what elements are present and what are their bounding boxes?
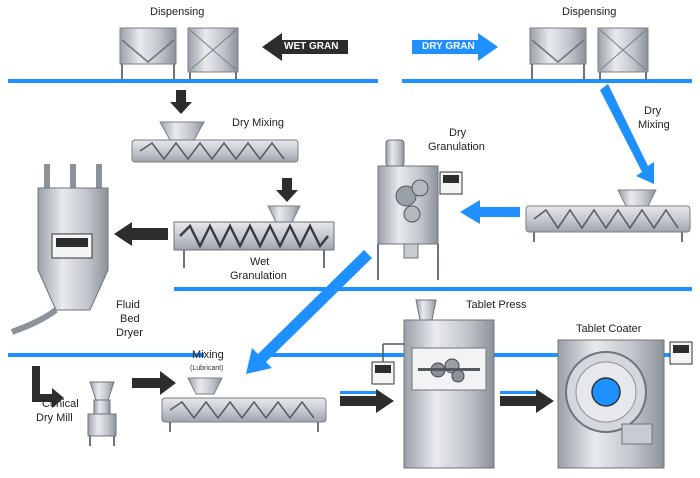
left-arrow-to-dryer	[114, 222, 168, 246]
label-dry-granulation-1: Dry	[449, 127, 467, 139]
label-dry-gran: DRY GRAN	[422, 41, 475, 52]
label-dry-mixing-right-1: Dry	[644, 105, 662, 117]
dispensing-hoppers-left	[119, 27, 239, 80]
tablet-press	[371, 299, 495, 469]
label-dispensing-right: Dispensing	[562, 6, 617, 18]
floor-line-top-right	[402, 79, 692, 83]
label-lubricant: (Lubricant)	[190, 365, 224, 372]
down-arrow-to-wet-granulation	[276, 178, 298, 202]
label-wet-granulation-2: Granulation	[230, 270, 287, 282]
label-dry-mixing-right-2: Mixing	[638, 119, 670, 131]
arrow-accent-coater	[500, 391, 536, 394]
label-wet-granulation-1: Wet	[250, 256, 270, 268]
right-arrow-to-tablet-coater	[500, 389, 554, 413]
label-fluid-bed-dryer-1: Fluid	[116, 299, 140, 311]
label-conical-dry-mill-2: Dry Mill	[36, 412, 73, 424]
elbow-arrow-to-conical-mill	[32, 366, 64, 408]
floor-line-top-left	[8, 79, 378, 83]
dry-mixing-screw-left	[131, 121, 299, 163]
right-arrow-to-tablet-press	[340, 389, 394, 413]
label-fluid-bed-dryer-2: Bed	[120, 313, 140, 325]
diagonal-arrow-to-dry-mixing-right	[600, 84, 654, 184]
label-tablet-press: Tablet Press	[466, 299, 527, 311]
label-mixing: Mixing	[192, 349, 224, 361]
label-conical-dry-mill-1: Conical	[42, 398, 79, 410]
label-wet-gran: WET GRAN	[284, 41, 339, 52]
conical-dry-mill	[87, 381, 117, 446]
fluid-bed-dryer	[10, 164, 109, 335]
wet-gran-arrow	[262, 33, 348, 61]
down-arrow-to-dry-mixing	[170, 90, 192, 114]
dry-mixing-screw-right	[525, 189, 691, 242]
floor-line-middle	[174, 287, 692, 291]
mixing-lubricant-screw	[161, 377, 327, 432]
label-tablet-coater: Tablet Coater	[576, 323, 642, 335]
wet-granulation-machine	[173, 205, 335, 268]
label-dry-granulation-2: Granulation	[428, 141, 485, 153]
floor-line-lower-left	[8, 353, 204, 357]
arrow-accent-press	[340, 391, 376, 394]
tablet-coater	[557, 339, 693, 469]
dry-granulation-machine	[377, 139, 463, 280]
label-dispensing-left: Dispensing	[150, 6, 205, 18]
right-arrow-to-mixing	[132, 371, 176, 395]
dispensing-hoppers-right	[529, 27, 649, 80]
dry-gran-arrow	[412, 33, 498, 61]
diagonal-arrow-to-mixing	[246, 250, 372, 374]
label-fluid-bed-dryer-3: Dryer	[116, 327, 143, 339]
left-arrow-to-dry-granulation	[460, 200, 520, 224]
label-dry-mixing-left: Dry Mixing	[232, 117, 284, 129]
